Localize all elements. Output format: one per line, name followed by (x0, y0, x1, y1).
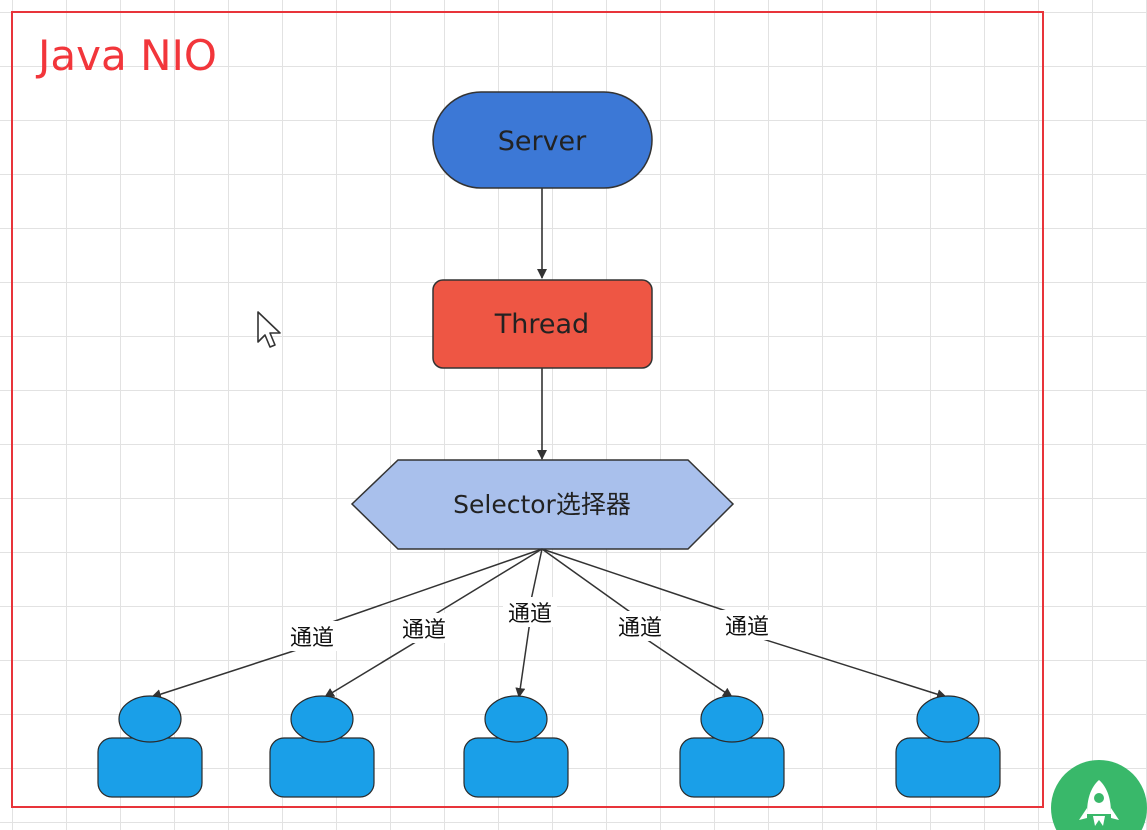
diagram-frame (11, 11, 1044, 808)
channel-label: 通道 (402, 618, 446, 643)
client-icon[interactable] (679, 695, 785, 798)
channel-edge: 通道 (324, 548, 543, 698)
client-icon[interactable] (269, 695, 375, 798)
channel-label: 通道 (618, 616, 662, 641)
thread-node[interactable]: Thread (432, 279, 653, 369)
channel-edge: 通道 (541, 548, 733, 698)
selector-label: Selector选择器 (453, 490, 631, 519)
channel-edges: 通道通道通道通道通道 (151, 548, 947, 700)
server-node[interactable]: Server (432, 91, 653, 189)
client-icon[interactable] (97, 695, 203, 798)
diagram-title: Java NIO (35, 31, 217, 80)
channel-edge: 通道 (541, 548, 947, 700)
client-group (97, 695, 1001, 798)
mouse-pointer-icon (257, 311, 281, 348)
channel-label: 通道 (290, 626, 334, 651)
client-icon[interactable] (463, 695, 569, 798)
server-label: Server (498, 126, 587, 157)
channel-edge: 通道 (151, 548, 543, 699)
rocket-icon (1079, 780, 1119, 826)
channel-label: 通道 (725, 615, 769, 640)
channel-label: 通道 (508, 602, 552, 627)
rocket-badge[interactable] (1051, 760, 1147, 830)
selector-node[interactable]: Selector选择器 (350, 459, 735, 550)
channel-edge: 通道 (503, 548, 557, 698)
thread-label: Thread (494, 309, 589, 340)
client-icon[interactable] (895, 695, 1001, 798)
